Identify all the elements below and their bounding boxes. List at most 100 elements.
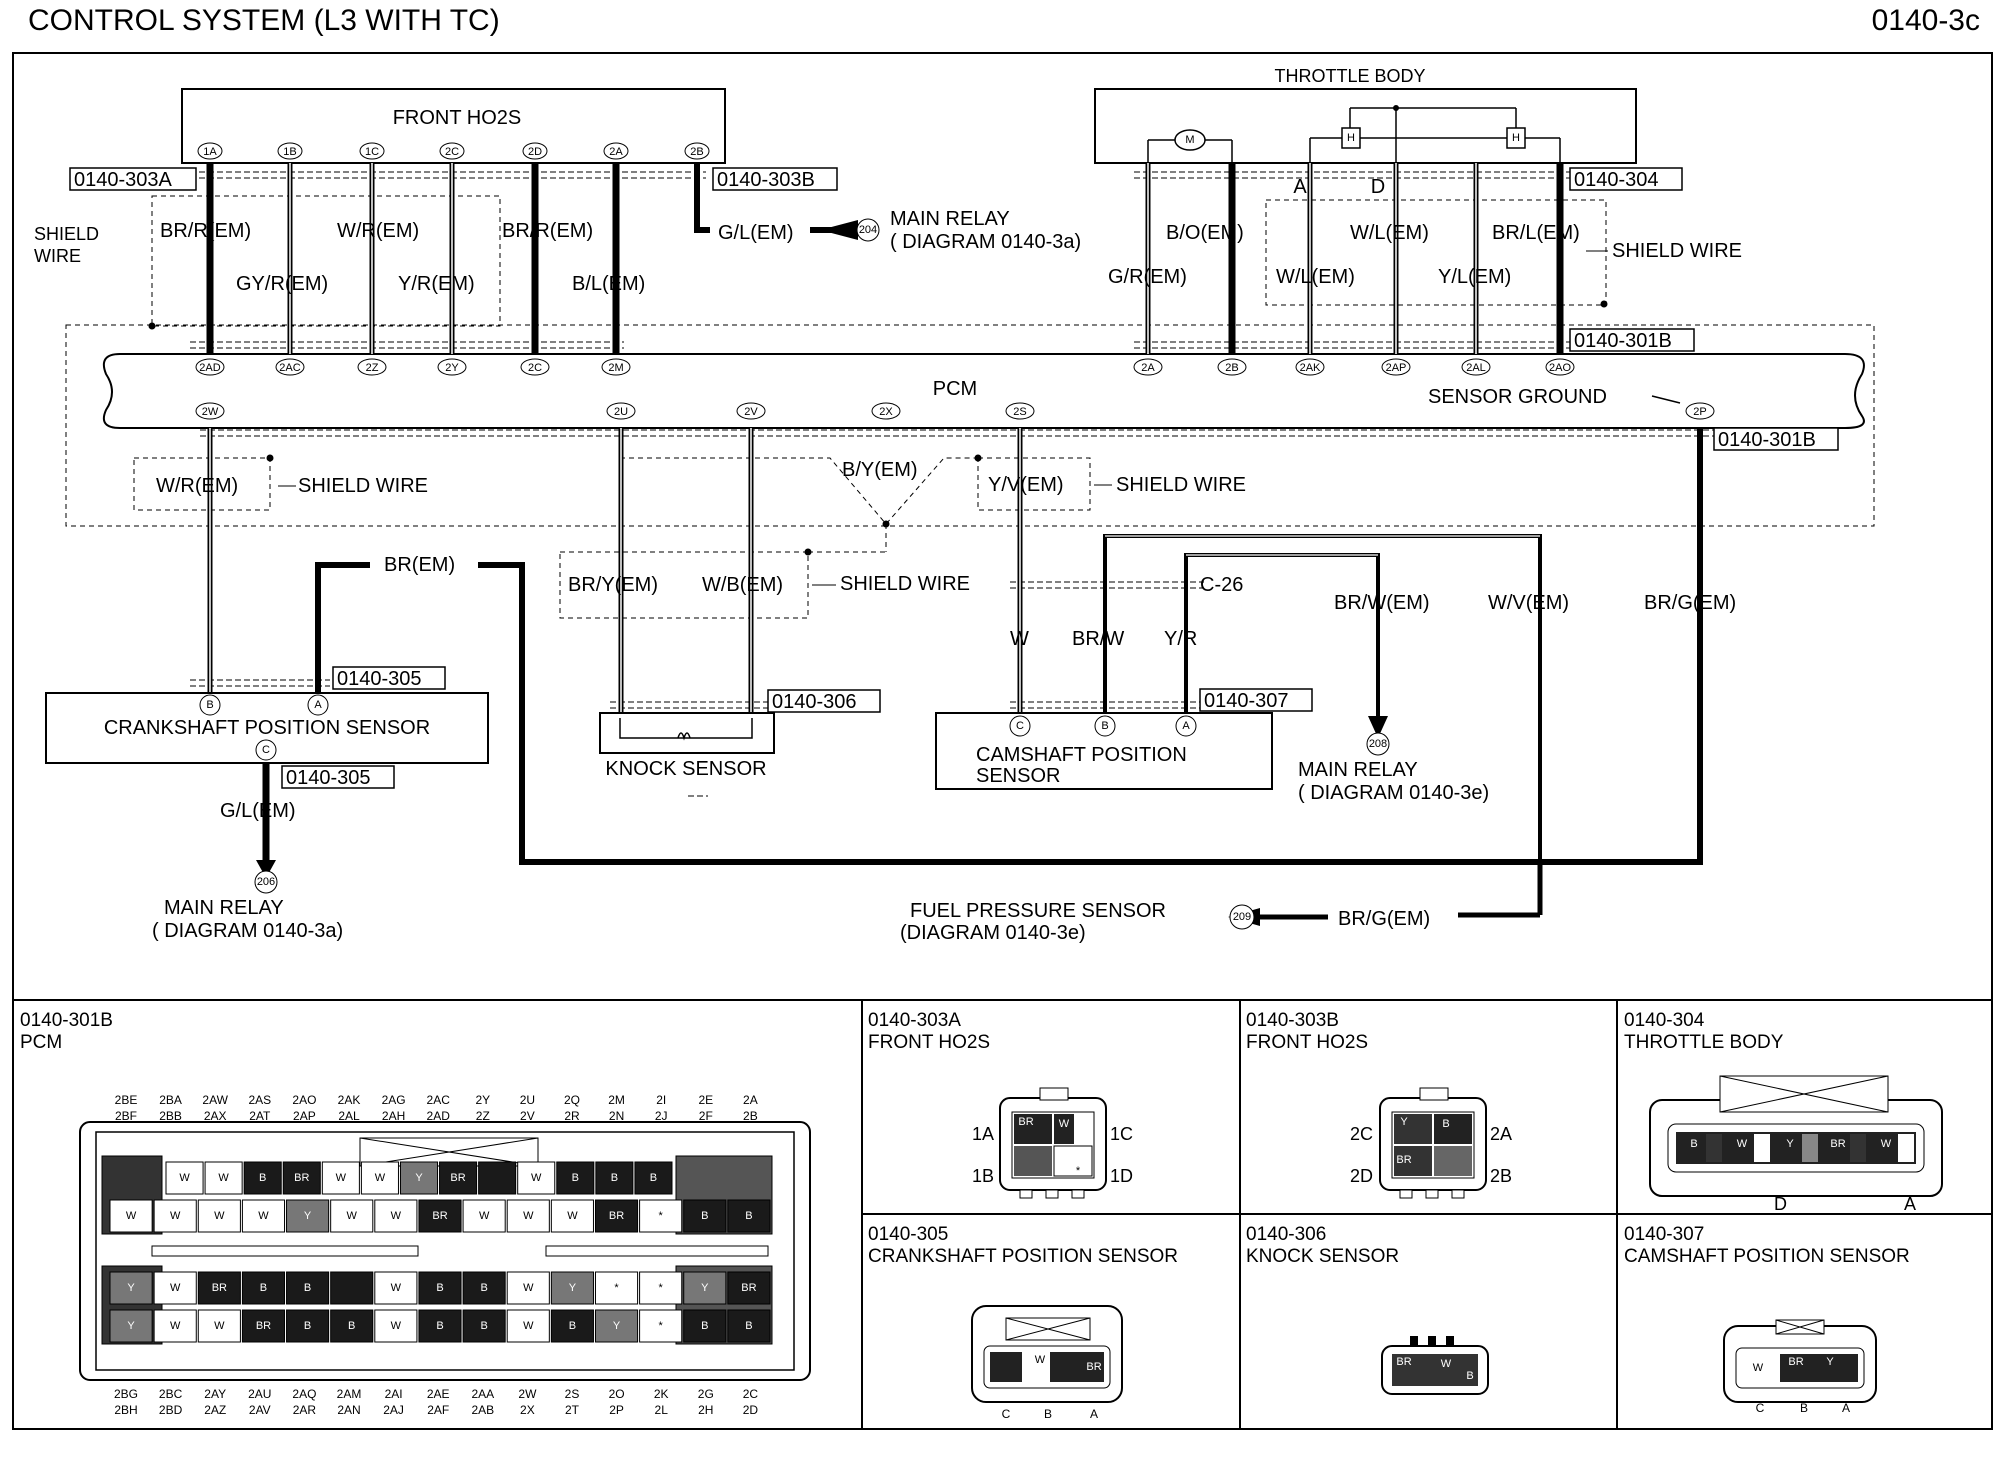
pcm-cavity-label: *	[659, 1210, 664, 1222]
svg-text:C: C	[1756, 1401, 1765, 1415]
pcm-cavity-label: W	[391, 1320, 402, 1332]
pcm-cavity	[286, 1199, 330, 1233]
svg-text:2D: 2D	[1350, 1166, 1373, 1186]
svg-text:2C: 2C	[528, 362, 542, 374]
ckp-connector: W BR	[971, 1305, 1123, 1403]
pcm-cavity	[556, 1161, 595, 1195]
svg-text:BR: BR	[1086, 1361, 1101, 1373]
ho2s-shield-box	[151, 195, 501, 327]
panel-name: CAMSHAFT POSITION SENSOR	[1624, 1246, 1910, 1267]
pcm-cavity	[153, 1199, 197, 1233]
pcm-pin-label: 2T	[565, 1403, 580, 1417]
pcm-pin-label: 2AD	[427, 1109, 451, 1123]
pcm-cavity-label: W	[170, 1320, 181, 1332]
svg-text:2AK: 2AK	[1300, 362, 1321, 374]
pcm-cavity	[109, 1309, 153, 1343]
svg-text:W: W	[1059, 1118, 1070, 1130]
wire-label: W	[1010, 628, 1029, 650]
ref-0140-305: 0140-305	[337, 668, 422, 690]
pcm-pin-label: 2AR	[293, 1403, 317, 1417]
pcm-cavity-label: B	[572, 1172, 579, 1184]
wire-label: B/Y(EM)	[842, 459, 918, 481]
pcm-pin-label: 2P	[609, 1403, 624, 1417]
pcm-pin-label: 2AM	[337, 1387, 362, 1401]
pcm-pin-label: 2AJ	[383, 1403, 404, 1417]
pcm-cavity-label: W	[347, 1210, 358, 1222]
pcm-cavity	[399, 1161, 439, 1195]
diagram-frame	[12, 52, 1993, 1430]
svg-text:2U: 2U	[614, 406, 628, 418]
pcm-cavity	[462, 1199, 506, 1233]
svg-text:WIRE: WIRE	[34, 246, 81, 266]
ref-0140-303b: 0140-303B	[717, 169, 815, 191]
wire-label: Y/R(EM)	[398, 273, 475, 295]
throttle-body-label: THROTTLE BODY	[1274, 66, 1425, 86]
svg-text:B: B	[1800, 1401, 1808, 1415]
pcm-pin-label: 2V	[520, 1109, 535, 1123]
pcm-pin-label: 2E	[698, 1093, 713, 1107]
pcm-cavity	[478, 1161, 517, 1195]
pcm-cavity-label: Y	[415, 1172, 423, 1184]
tb-cavity	[1706, 1134, 1722, 1162]
panel-code: 0140-305	[868, 1224, 948, 1245]
svg-text:C: C	[1016, 720, 1024, 732]
svg-text:2B: 2B	[1490, 1166, 1512, 1186]
pcm-cavity-label: Y	[127, 1320, 135, 1332]
main-relay-label: MAIN RELAY	[164, 897, 284, 919]
pcm-cavity	[197, 1271, 241, 1305]
pcm-cavity	[550, 1309, 594, 1343]
panel-name: FRONT HO2S	[1246, 1032, 1368, 1053]
cmp-connector: W BR Y	[1723, 1319, 1877, 1403]
tb-cavity-label: BR	[1830, 1138, 1845, 1150]
page-title: CONTROL SYSTEM (L3 WITH TC)	[28, 4, 500, 37]
ref-0140-301b: 0140-301B	[1574, 330, 1672, 352]
panel-code: 0140-304	[1624, 1010, 1705, 1031]
pcm-pin-label: 2H	[698, 1403, 713, 1417]
pcm-cavity	[727, 1199, 771, 1233]
svg-text:BR: BR	[1396, 1356, 1411, 1368]
pcm-cavity-label: BR	[609, 1210, 624, 1222]
pcm-cavity	[321, 1161, 360, 1195]
svg-text:2AO: 2AO	[1549, 362, 1571, 374]
pcm-top-pins: 2AD 2AC 2Z 2Y 2C 2M 2A 2B 2AK 2AP 2AL 2A…	[195, 358, 1575, 376]
motor-icon	[1174, 129, 1206, 151]
pcm-cavity-label: B	[304, 1282, 311, 1294]
panel-name: KNOCK SENSOR	[1246, 1246, 1399, 1267]
pcm-pin-label: 2J	[655, 1109, 668, 1123]
svg-text:A: A	[314, 699, 322, 711]
pcm-cavity	[506, 1271, 550, 1305]
svg-text:1C: 1C	[365, 146, 379, 158]
cmp-sensor-label: CAMSHAFT POSITION	[976, 744, 1187, 766]
svg-text:B: B	[1101, 720, 1108, 732]
pcm-pin-label: 2S	[565, 1387, 580, 1401]
svg-text:2W: 2W	[202, 406, 219, 418]
pcm-pin-label: 2AK	[338, 1093, 361, 1107]
svg-text:2A: 2A	[1141, 362, 1155, 374]
knock-connector: BR W B	[1381, 1336, 1489, 1395]
svg-text:W: W	[1441, 1358, 1452, 1370]
heater-icon	[1506, 127, 1526, 149]
pcm-pin-label: 2F	[699, 1109, 713, 1123]
pcm-cavity-label: W	[179, 1172, 190, 1184]
pcm-cavity	[439, 1161, 478, 1195]
c26-label: C-26	[1200, 574, 1243, 596]
tb-cavity-label: W	[1881, 1138, 1892, 1150]
pcm-pin-label: 2BD	[159, 1403, 183, 1417]
main-relay-label: MAIN RELAY	[1298, 759, 1418, 781]
svg-text:( DIAGRAM 0140-3e): ( DIAGRAM 0140-3e)	[1298, 782, 1489, 804]
pcm-bottom-pins: 2W 2U 2V 2X 2S 2P	[195, 402, 1715, 420]
pcm-cavity	[550, 1271, 594, 1305]
pcm-cavity	[683, 1271, 727, 1305]
pcm-cavity	[418, 1199, 462, 1233]
svg-text:Y: Y	[1400, 1116, 1408, 1128]
diagram-code: 0140-3c	[1871, 4, 1980, 37]
pcm-pin-label: 2AT	[249, 1109, 271, 1123]
svg-text:C: C	[262, 744, 270, 756]
pcm-cavity-label: W	[214, 1210, 225, 1222]
svg-text:2B: 2B	[690, 146, 703, 158]
svg-text:*: *	[1076, 1165, 1081, 1177]
pcm-pin-label: 2BE	[115, 1093, 138, 1107]
pcm-cavity-label: W	[523, 1320, 534, 1332]
wire-label: W/R(EM)	[156, 475, 238, 497]
